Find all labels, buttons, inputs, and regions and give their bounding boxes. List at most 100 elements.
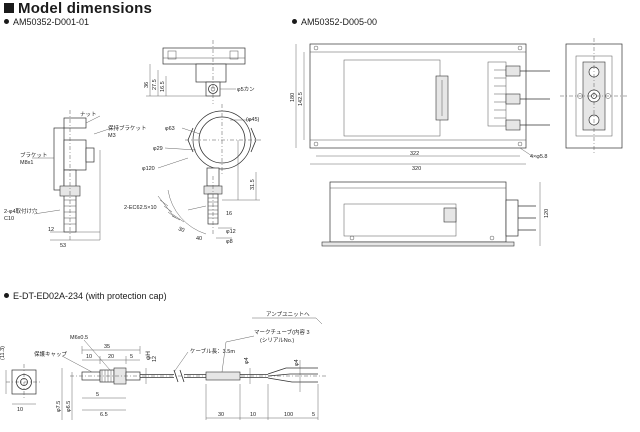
d001-dim-45: (φ45) — [246, 117, 260, 123]
edt-dim-phi-d: φ4 — [244, 357, 250, 364]
edt-dim-phi-h: φH — [145, 351, 152, 360]
edt-label-amp-unit: アンプユニットへ — [266, 311, 310, 318]
edt-dim-113: (11.3) — [0, 346, 6, 360]
d005-leader — [519, 147, 533, 157]
d001-dim-36: 36 — [144, 82, 150, 88]
d005-dim-w-inner: 322 — [410, 151, 419, 157]
d001-leader — [33, 209, 61, 215]
d001-label-bracket: ブラケット — [20, 151, 48, 159]
page-title-text: Model dimensions — [18, 0, 153, 17]
d005-mount-hole — [517, 141, 523, 147]
edt-dim-10a: 10 — [86, 354, 92, 360]
d005-front-terminal — [443, 207, 457, 223]
edt-dim-10c: 10 — [17, 407, 23, 413]
d001-side-body — [63, 139, 87, 171]
square-bullet-icon — [4, 3, 14, 13]
d001-leader — [85, 115, 101, 124]
caption-edt-text: E-DT-ED02A-234 (with protection cap) — [13, 291, 167, 301]
d005-dim-w-outer: 320 — [412, 166, 421, 172]
d001-label-holder: 保持ブラケット — [108, 124, 147, 132]
edt-mark-tube — [205, 371, 241, 381]
d001-leader — [164, 147, 197, 151]
d001-dim-5: φ5カン — [237, 86, 255, 93]
drawing-edt: (11.3) 10 保護キャップ M6x0.5 ケーブル長：3.5m マークチュ… — [0, 311, 328, 420]
d005-front-cables — [518, 205, 536, 231]
edt-dim-65b: 6.5 — [100, 412, 108, 418]
d001-dim-63: φ63 — [165, 126, 175, 132]
caption-edt: E-DT-ED02A-234 (with protection cap) — [4, 291, 167, 301]
d001-dim-165: 16.5 — [160, 81, 166, 92]
edt-dim-5a: 5 — [130, 354, 133, 360]
edt-thread-lines — [101, 370, 112, 382]
edt-dim-5b: 5 — [312, 412, 315, 418]
d005-front-base — [321, 241, 515, 247]
edt-dim-35: 35 — [104, 344, 110, 350]
d005-hole-label: 4×φ5.8 — [530, 154, 547, 160]
d001-dim-120: φ120 — [142, 166, 155, 172]
d001-label-nut: ナット — [80, 111, 97, 118]
edt-dim-30: 30 — [218, 412, 224, 418]
d005-end-screw — [577, 93, 583, 99]
caption-d005: AM50352-D005-00 — [292, 17, 377, 27]
d005-gland — [505, 93, 521, 105]
d005-mount-hole — [517, 45, 523, 51]
d005-dim-h-outer: 180 — [290, 93, 296, 102]
d001-side-nut — [63, 117, 87, 129]
bullet-icon — [292, 19, 297, 24]
edt-dim-5-lower: 5 — [96, 392, 99, 398]
drawing-d001: 36 27.5 16.5 φ5カン (φ45) φ63 φ29 φ120 30 — [4, 40, 262, 249]
edt-dim-75: φ7.5 — [56, 401, 62, 412]
d005-front-screw — [349, 235, 355, 241]
edt-label-protect-cap: 保護キャップ — [34, 350, 68, 358]
d001-top-plate — [162, 47, 246, 65]
d001-dim-8: φ8 — [226, 239, 233, 245]
edt-label-m6: M6x0.5 — [70, 335, 88, 341]
edt-label-mark-tube: マークチューブ(内容 3 — [254, 328, 310, 336]
d001-label-m3: M3 — [108, 133, 116, 139]
edt-dim-100: 100 — [284, 412, 293, 418]
drawing-d005: 180 142.5 322 320 4×φ5.8 120 — [290, 38, 628, 247]
edt-leader — [83, 339, 111, 371]
edt-leader — [61, 355, 93, 373]
caption-d001-text: AM50352-D001-01 — [13, 17, 90, 27]
edt-dim-12: 12 — [152, 356, 158, 362]
edt-leader — [173, 351, 189, 373]
d005-dim-side-h: 120 — [544, 209, 550, 218]
d001-nut-bore — [208, 84, 218, 94]
d001-dim-12: 12 — [48, 227, 54, 233]
d001-hatch — [159, 199, 181, 221]
d001-plate-hole — [167, 50, 177, 60]
d001-plate-hole — [229, 50, 239, 60]
d001-dim-16: 16 — [226, 211, 232, 217]
edt-dim-10b: 10 — [250, 412, 256, 418]
d001-label-m8: M8x1 — [20, 160, 33, 166]
d001-leader — [157, 157, 189, 169]
bullet-icon — [4, 19, 9, 24]
d005-mount-hole — [313, 45, 319, 51]
edt-dim-20: 20 — [108, 354, 114, 360]
edt-label-cable-len: ケーブル長：3.5m — [190, 347, 235, 355]
d005-dim-h-inner: 142.5 — [298, 92, 304, 106]
d001-dim-40: 40 — [196, 236, 202, 242]
edt-leader — [221, 341, 227, 373]
d001-leader — [181, 127, 201, 135]
d001-plate-block — [195, 63, 227, 83]
edt-dim-ticks — [81, 346, 141, 364]
d001-swing-arc — [167, 189, 207, 235]
d005-mount-hole — [313, 141, 319, 147]
d001-side-bracket — [53, 127, 65, 191]
d001-side-cap — [85, 147, 95, 163]
d001-dim-53: 53 — [60, 243, 66, 249]
bullet-icon — [4, 293, 9, 298]
edt-dim-4: φ4 — [294, 359, 300, 366]
d001-dim-r29: φ29 — [153, 146, 163, 152]
d005-top-housing — [309, 43, 527, 149]
d001-ring-lug — [250, 127, 257, 153]
d001-label-screw-hole: 2-φ4取付け穴 — [4, 207, 38, 215]
edt-dim-65: φ6.5 — [66, 401, 72, 412]
d005-front-screw — [489, 235, 495, 241]
edt-wire — [267, 377, 318, 383]
d001-leader — [93, 127, 113, 135]
edt-leader — [252, 317, 323, 325]
